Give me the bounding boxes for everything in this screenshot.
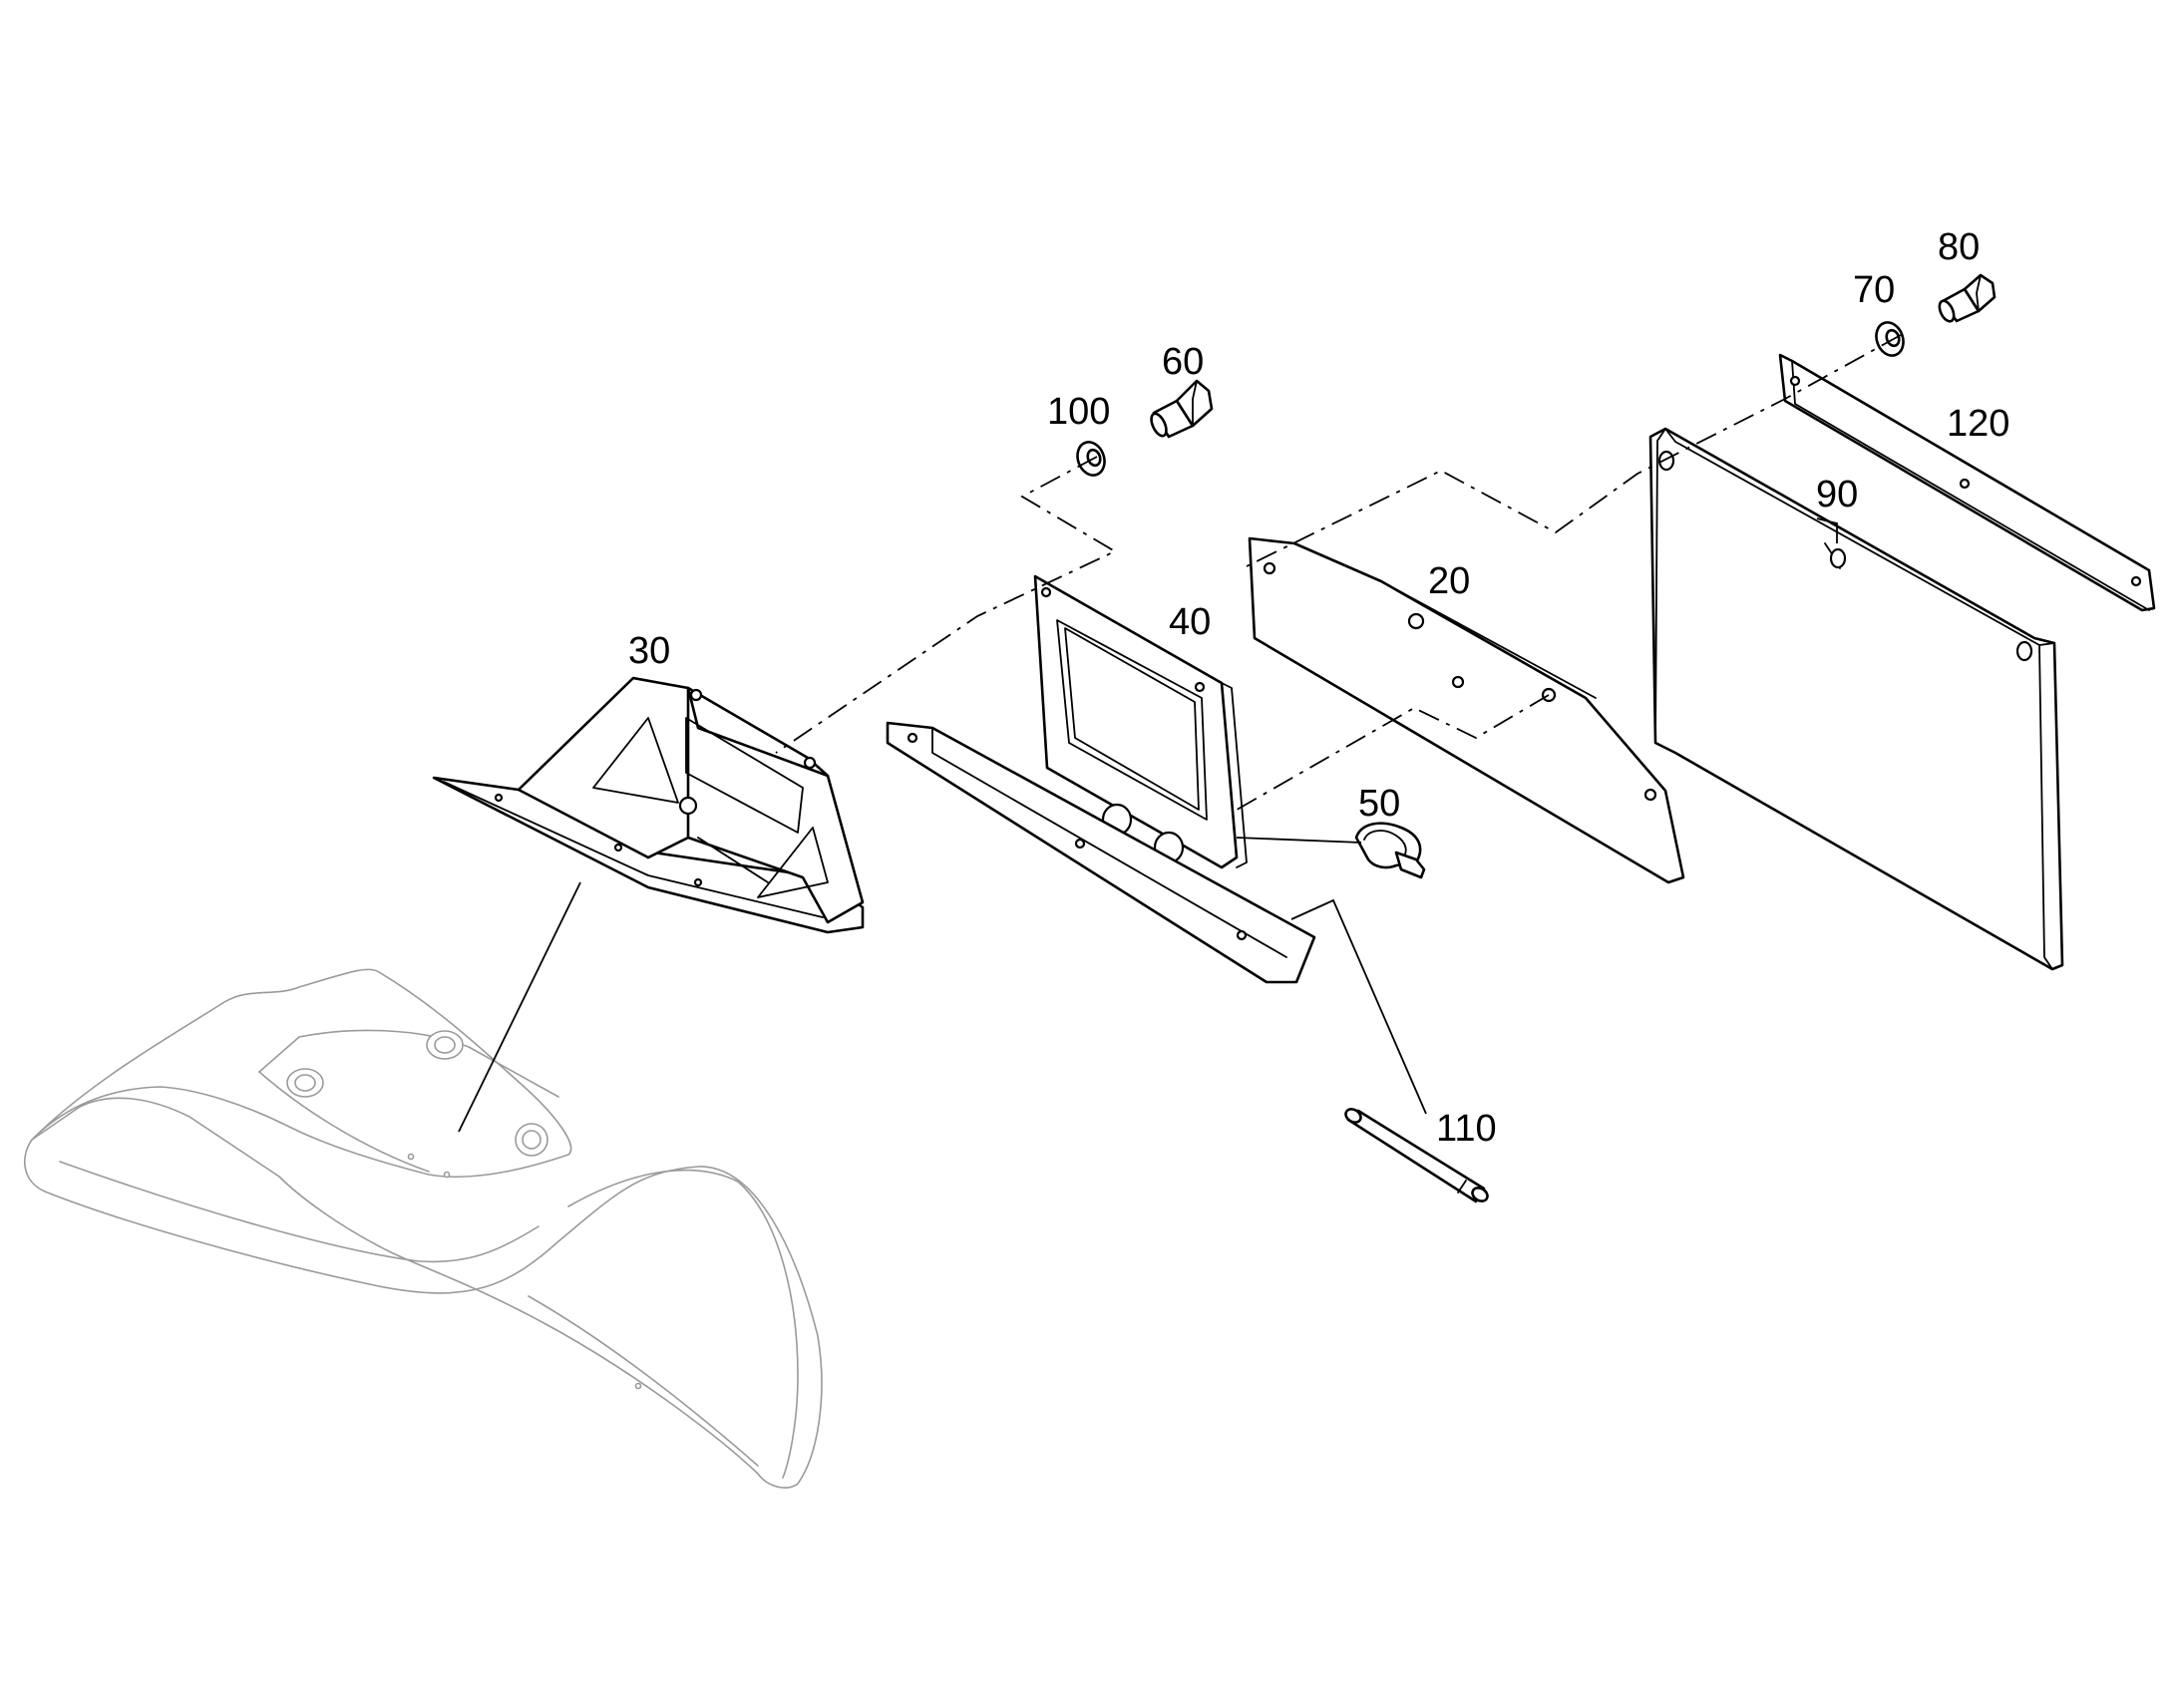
bolt-part-60 [1150,379,1214,439]
callout-110: 110 [1436,1108,1497,1150]
callout-50: 50 [1358,783,1400,825]
callout-70: 70 [1853,269,1895,311]
callout-40: 40 [1169,601,1211,643]
leader-110 [1290,898,1427,1115]
washer-part-100 [1076,441,1106,477]
callout-120: 120 [1947,403,2009,445]
callout-30: 30 [628,630,670,672]
callout-80: 80 [1938,226,1980,268]
callout-20: 20 [1428,560,1470,602]
leader-lines [458,517,1838,1133]
callout-100: 100 [1047,391,1110,433]
axis-bolt-80 [1246,334,1902,567]
axis-bolt-60 [775,456,1117,754]
axis-pin-110 [1231,694,1550,814]
license-plate-part-90 [1648,427,2064,971]
mudguard-reference-outline [24,968,823,1489]
leader-50 [1236,837,1362,844]
leader-90 [1816,517,1838,543]
pin-part-110 [1344,1108,1489,1203]
clip-part-50 [1354,822,1426,879]
callout-labels: 80 70 60 100 120 90 20 40 30 50 110 [628,226,2009,1150]
leader-30 [458,881,581,1133]
bracket-frame-part-30 [432,676,865,934]
callout-90: 90 [1816,474,1858,515]
bolt-part-80 [1938,273,1997,323]
clamping-strip-part-120 [1778,353,2156,612]
callout-60: 60 [1162,341,1204,383]
washer-part-70 [1875,321,1905,357]
assembly-axis-lines [775,334,1902,814]
plate-holder-part-40 [886,574,1316,984]
